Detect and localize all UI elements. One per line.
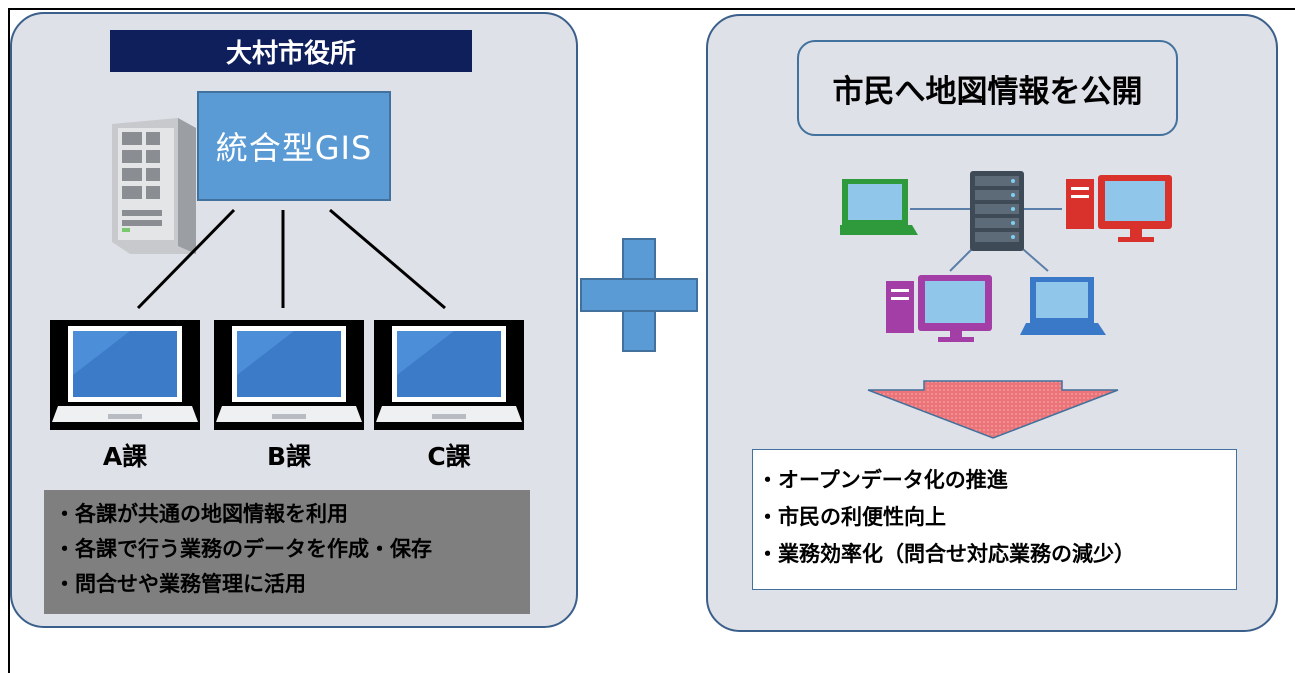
effect-item: ・市民の利便性向上 [757,505,946,529]
effect-item: ・オープンデータ化の推進 [757,468,1008,492]
frame-left-border [8,8,10,673]
blue-laptop-icon [1020,277,1106,335]
down-arrow-icon [867,380,1119,439]
integrated-gis-box: 統合型GIS [197,91,391,201]
network-diagram [840,171,1172,342]
laptop-a-icon [50,320,200,430]
dept-label-b: B課 [266,442,312,471]
public-release-title: 市民へ地図情報を公開 [797,40,1178,136]
gis-connector-lines [136,208,446,310]
note-item: ・問合せや業務管理に活用 [54,572,306,596]
city-hall-title: 大村市役所 [110,30,472,72]
purple-desktop-icon [886,275,992,342]
city-hall-notes: ・各課が共通の地図情報を利用 ・各課で行う業務のデータを作成・保存 ・問合せや業… [44,490,530,614]
plus-icon [580,238,698,352]
laptop-b-icon [214,320,364,430]
red-desktop-icon [1066,175,1172,242]
dept-label-c: C課 [427,442,471,471]
effect-item: ・業務効率化（問合せ対応業務の減少） [757,542,1135,566]
note-item: ・各課で行う業務のデータを作成・保存 [54,537,432,561]
dept-label-a: A課 [102,442,148,471]
effects-box: ・オープンデータ化の推進 ・市民の利便性向上 ・業務効率化（問合せ対応業務の減少… [752,449,1237,590]
green-laptop-icon [840,179,918,235]
central-server-icon [970,171,1024,251]
server-tower-icon [112,118,196,254]
note-item: ・各課が共通の地図情報を利用 [54,502,348,526]
laptop-c-icon [374,320,524,430]
frame-top-border [8,8,1295,10]
